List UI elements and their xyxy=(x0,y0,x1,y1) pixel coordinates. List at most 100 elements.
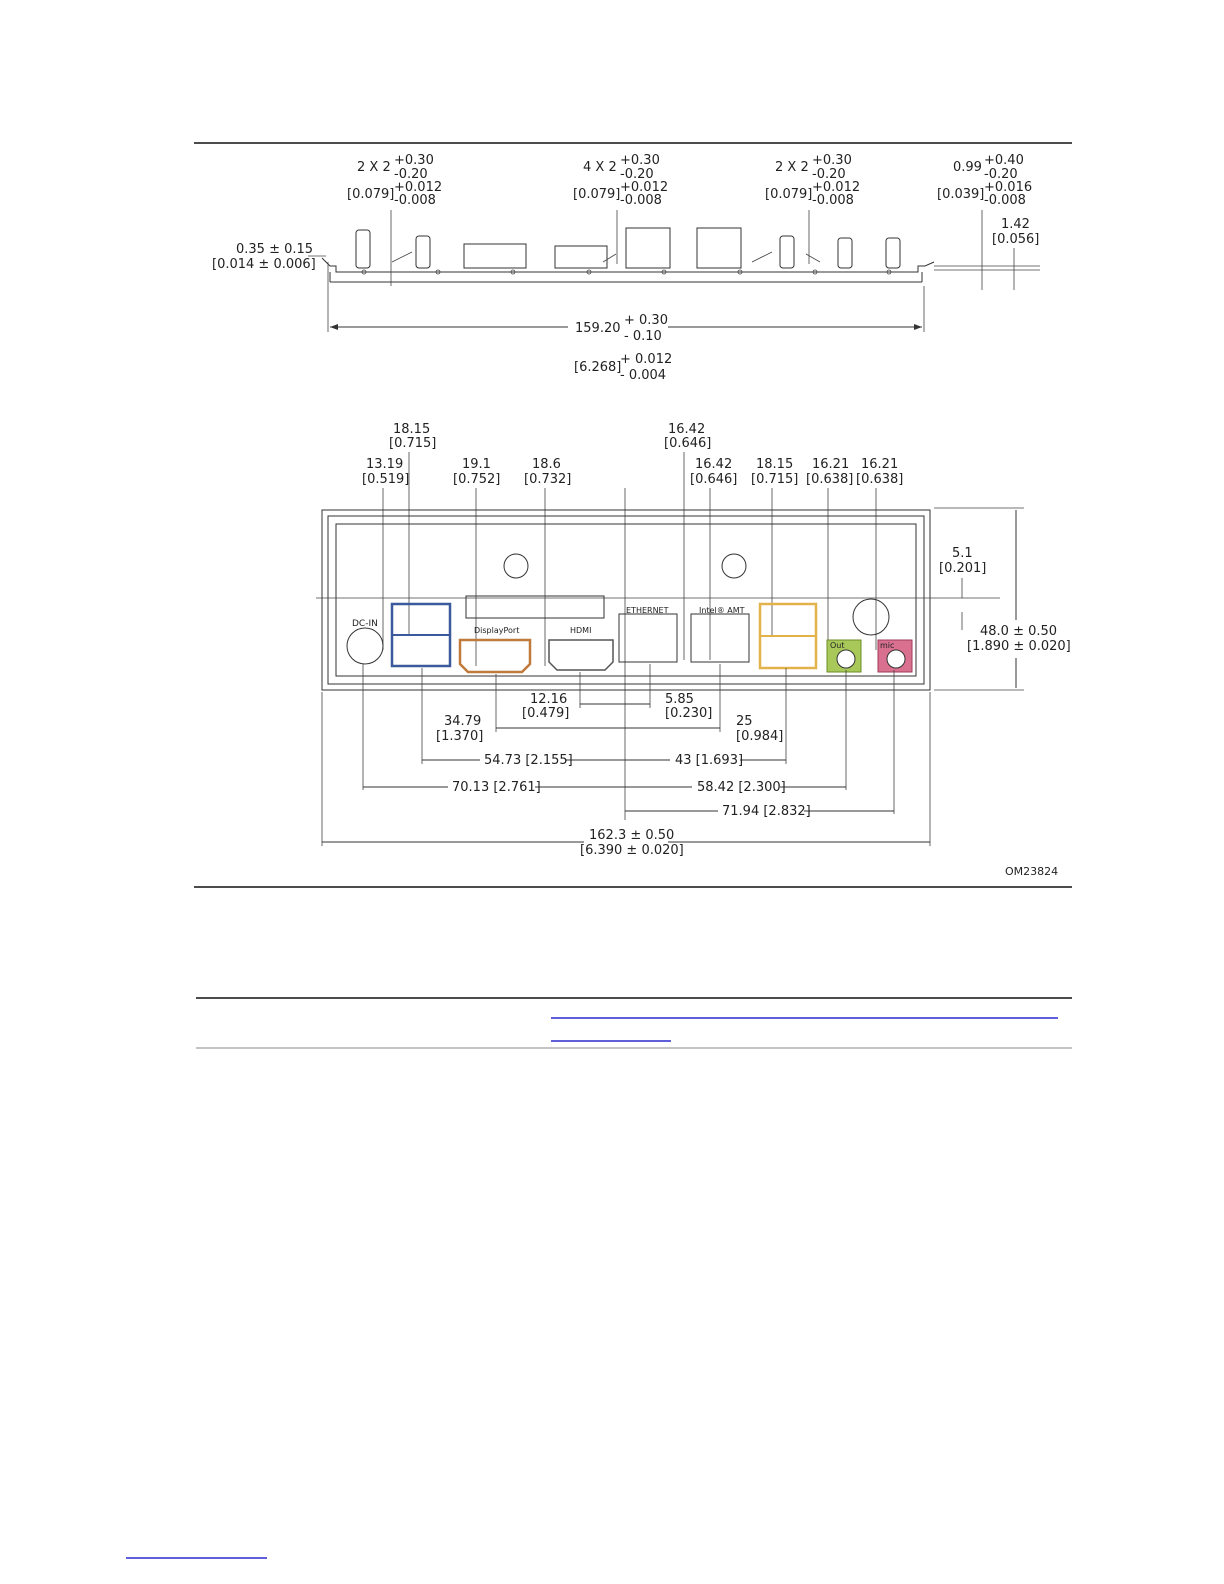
tol-main: 4 X 2 xyxy=(583,160,617,175)
dim-12-mm: 12.16 xyxy=(530,692,567,707)
top-dim-mm: 16.42 xyxy=(695,457,732,472)
dim-5-mm: 5.85 xyxy=(665,692,694,707)
tol-plus-in: +0.012 xyxy=(812,180,860,195)
dim-25-mm: 25 xyxy=(736,714,753,729)
hdmi-port xyxy=(548,639,614,671)
tol-group-1: 2 X 2 +0.30 -0.20 [0.079] +0.012 -0.008 xyxy=(347,153,442,208)
top-dim-in: [0.519] xyxy=(362,472,409,487)
profile-plate xyxy=(308,210,1040,332)
dim-12-in: [0.479] xyxy=(522,706,569,721)
tol-minus: -0.20 xyxy=(620,167,654,182)
edge-in: [0.014 ± 0.006] xyxy=(212,257,316,272)
length-minus: - 0.10 xyxy=(624,329,662,344)
tol-minus: -0.20 xyxy=(394,167,428,182)
height-mm: 48.0 ± 0.50 xyxy=(980,624,1057,639)
thickness-mm: 1.42 xyxy=(1001,217,1030,232)
shield-plate xyxy=(316,509,1000,691)
tol-main: 2 X 2 xyxy=(357,160,391,175)
width-in: [6.390 ± 0.020] xyxy=(580,843,684,858)
hdmi-label: HDMI xyxy=(570,626,591,635)
dim-43: 43 [1.693] xyxy=(675,753,743,768)
mount-hole xyxy=(852,598,890,636)
tol-minus-in: -0.008 xyxy=(394,193,436,208)
dim-58: 58.42 [2.300] xyxy=(697,780,786,795)
top-dim-mm: 18.6 xyxy=(532,457,561,472)
top-dim-in: [0.715] xyxy=(751,472,798,487)
right-offset-mm: 5.1 xyxy=(952,546,973,561)
tol-group-3: 2 X 2 +0.30 -0.20 [0.079] +0.012 -0.008 xyxy=(765,153,860,208)
dim-70: 70.13 [2.761] xyxy=(452,780,541,795)
thickness-in: [0.056] xyxy=(992,232,1039,247)
dim-54: 54.73 [2.155] xyxy=(484,753,573,768)
tol-plus-in: +0.012 xyxy=(620,180,668,195)
right-offset-in: [0.201] xyxy=(939,561,986,576)
audio-mic-label: mic xyxy=(880,641,894,650)
port-slot xyxy=(465,595,605,619)
ethernet-port xyxy=(618,613,678,663)
top-leaders xyxy=(382,452,877,820)
tol-group-4: 0.99 +0.40 -0.20 [0.039] +0.016 -0.008 xyxy=(937,153,1032,208)
dcin-label: DC-IN xyxy=(352,619,378,629)
tol-minus-in: -0.008 xyxy=(812,193,854,208)
front-view: 18.15 [0.715] 16.42 [0.646] 13.19 [0.519… xyxy=(316,422,1071,878)
length-in: [6.268] xyxy=(574,360,621,375)
top-dim-mm: 18.15 xyxy=(756,457,793,472)
dcin-port xyxy=(346,627,384,665)
tol-plus: +0.30 xyxy=(620,153,660,168)
tol-minus: -0.20 xyxy=(812,167,846,182)
tol-plus: +0.40 xyxy=(984,153,1024,168)
top-dim-mm: 16.21 xyxy=(861,457,898,472)
tol-plus-in: +0.012 xyxy=(394,180,442,195)
top-dim-in: [0.715] xyxy=(389,436,436,451)
dim-34-in: [1.370] xyxy=(436,729,483,744)
amt-label: Intel® AMT xyxy=(699,606,745,615)
tol-main: 2 X 2 xyxy=(775,160,809,175)
top-dim-mm: 19.1 xyxy=(462,457,491,472)
top-dim-mm: 16.42 xyxy=(668,422,705,437)
top-dim-in: [0.752] xyxy=(453,472,500,487)
tol-group-2: 4 X 2 +0.30 -0.20 [0.079] +0.012 -0.008 xyxy=(573,153,668,208)
dim-34-mm: 34.79 xyxy=(444,714,481,729)
audio-out-label: Out xyxy=(830,641,845,650)
displayport-label: DisplayPort xyxy=(474,626,519,635)
length-plus: + 0.30 xyxy=(624,313,668,328)
bottom-dim-lines xyxy=(322,703,930,843)
dim-5-in: [0.230] xyxy=(665,706,712,721)
top-dim-in: [0.638] xyxy=(806,472,853,487)
profile-view: 2 X 2 +0.30 -0.20 [0.079] +0.012 -0.008 … xyxy=(212,153,1040,383)
length-mm: 159.20 xyxy=(575,321,621,336)
tol-minus: -0.20 xyxy=(984,167,1018,182)
bottom-leaders xyxy=(321,664,931,846)
height-in: [1.890 ± 0.020] xyxy=(967,639,1071,654)
dim-25-in: [0.984] xyxy=(736,729,783,744)
figure-id: OM23824 xyxy=(1005,865,1058,878)
width-mm: 162.3 ± 0.50 xyxy=(589,828,674,843)
tol-bracket: [0.079] xyxy=(765,187,812,202)
top-dim-in: [0.638] xyxy=(856,472,903,487)
tol-minus-in: -0.008 xyxy=(984,193,1026,208)
tol-plus: +0.30 xyxy=(394,153,434,168)
mount-hole xyxy=(721,553,747,579)
top-dim-in: [0.732] xyxy=(524,472,571,487)
top-dim-mm: 16.21 xyxy=(812,457,849,472)
top-dim-mm: 18.15 xyxy=(393,422,430,437)
tol-bracket: [0.079] xyxy=(573,187,620,202)
mount-hole xyxy=(503,553,529,579)
top-dim-in: [0.646] xyxy=(690,472,737,487)
length-minus-in: - 0.004 xyxy=(620,368,666,383)
tol-bracket: [0.039] xyxy=(937,187,984,202)
length-plus-in: + 0.012 xyxy=(620,352,672,367)
tol-main: 0.99 xyxy=(953,160,982,175)
top-dim-in: [0.646] xyxy=(664,436,711,451)
ethernet-label: ETHERNET xyxy=(626,606,669,615)
tol-bracket: [0.079] xyxy=(347,187,394,202)
tol-plus-in: +0.016 xyxy=(984,180,1032,195)
tol-minus-in: -0.008 xyxy=(620,193,662,208)
top-dim-mm: 13.19 xyxy=(366,457,403,472)
tol-plus: +0.30 xyxy=(812,153,852,168)
amt-port xyxy=(690,613,750,663)
edge-mm: 0.35 ± 0.15 xyxy=(236,242,313,257)
dim-71: 71.94 [2.832] xyxy=(722,804,811,819)
displayport-port xyxy=(458,638,532,674)
